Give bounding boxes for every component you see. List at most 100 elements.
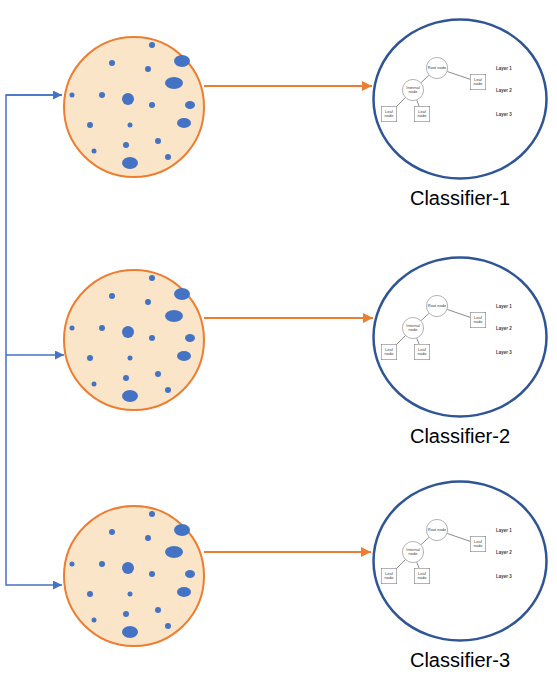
node-text-box: Leaf node (414, 568, 430, 584)
leaf-node-outline (381, 568, 396, 583)
tree-branch (397, 560, 405, 568)
leaf-node-outline (470, 74, 485, 89)
classifier-label: Classifier-2 (342, 424, 557, 448)
tree-node-label: Internal node (403, 86, 423, 95)
tree-branch (417, 338, 419, 344)
tree-node-outline (426, 295, 447, 316)
tree-node: Root node (426, 57, 448, 79)
layer-label: Layer 1 (496, 66, 512, 71)
tree-node-outline (402, 317, 423, 338)
leaf-node: Leaf node (381, 344, 397, 360)
node-text-box: Internal node (402, 79, 424, 101)
node-text-box: Leaf node (381, 344, 397, 360)
split-arrow (6, 354, 64, 356)
tree-node-label: Leaf node (382, 572, 396, 581)
split-arrow (6, 94, 62, 96)
tree-node-label: Internal node (403, 324, 423, 333)
node-text-box: Internal node (402, 541, 424, 563)
tree-node-outline (402, 79, 423, 100)
sample-dots (70, 511, 196, 638)
classifier-label: Classifier-1 (342, 186, 557, 210)
layer-label: Layer 2 (496, 88, 512, 93)
layer-label: Layer 3 (496, 574, 512, 579)
tree-node-label: Leaf node (471, 540, 485, 549)
leaf-node-outline (414, 568, 429, 583)
tree-branch (421, 537, 429, 544)
tree-node-outline (426, 519, 447, 540)
node-text-box: Internal node (402, 317, 424, 339)
tree-node-label: Leaf node (415, 348, 429, 357)
tree-branch (417, 562, 419, 568)
tree-branch (447, 534, 470, 542)
layer-label: Layer 3 (496, 112, 512, 117)
tree-node: Internal node (402, 317, 424, 339)
tree-node-label: Leaf node (382, 110, 396, 119)
tree-node-label: Leaf node (471, 78, 485, 87)
layer-label: Layer 1 (496, 304, 512, 309)
node-text-box: Root node (426, 57, 448, 79)
layer-label: Layer 2 (496, 550, 512, 555)
classifier-outline (374, 482, 547, 641)
sample-dots (70, 275, 196, 402)
node-text-box: Root node (426, 519, 448, 541)
layer-label: Layer 3 (496, 350, 512, 355)
node-text-box: Leaf node (470, 74, 486, 90)
leaf-node-outline (381, 344, 396, 359)
node-text-box: Leaf node (470, 536, 486, 552)
leaf-node-outline (381, 106, 396, 121)
sample-circle (64, 506, 204, 646)
tree-branch (397, 336, 405, 344)
tree-node-label: Root node (427, 528, 447, 532)
tree-node-outline (426, 57, 447, 78)
tree-node-label: Leaf node (382, 348, 396, 357)
classifier-circle: Classifier-1Root nodeInternal nodeLeaf n… (372, 18, 548, 180)
leaf-node: Leaf node (470, 312, 486, 328)
training-arrow (204, 85, 372, 87)
leaf-node: Leaf node (414, 568, 430, 584)
classifier-label: Classifier-3 (342, 648, 557, 672)
leaf-node: Leaf node (414, 106, 430, 122)
node-outline (372, 480, 548, 642)
tree-node: Internal node (402, 79, 424, 101)
sample-circle (64, 270, 204, 410)
node-text-box: Leaf node (414, 106, 430, 122)
split-bracket (6, 95, 62, 585)
leaf-node-outline (414, 344, 429, 359)
tree-node: Root node (426, 519, 448, 541)
tree-branch (397, 98, 405, 106)
tree-branch (447, 72, 470, 80)
leaf-node: Leaf node (381, 568, 397, 584)
tree-node-outline (402, 541, 423, 562)
tree-node-label: Leaf node (415, 110, 429, 119)
tree-node: Root node (426, 295, 448, 317)
classifier-circle: Classifier-2Root nodeInternal nodeLeaf n… (372, 256, 548, 418)
classifier-outline (374, 258, 547, 417)
tree-node-label: Root node (427, 304, 447, 308)
tree-node-label: Root node (427, 66, 447, 70)
layer-label: Layer 1 (496, 528, 512, 533)
classifier-circle: Classifier-3Root nodeInternal nodeLeaf n… (372, 480, 548, 642)
sample-dots (70, 42, 196, 169)
tree-branch (421, 75, 429, 82)
node-outline (372, 18, 548, 180)
training-arrow (204, 317, 373, 319)
tree-branch (417, 100, 419, 106)
tree-node-label: Internal node (403, 548, 423, 557)
tree-branch (421, 313, 429, 320)
tree-node: Internal node (402, 541, 424, 563)
leaf-node: Leaf node (470, 536, 486, 552)
leaf-node: Leaf node (470, 74, 486, 90)
classifier-outline (374, 20, 547, 179)
node-text-box: Leaf node (470, 312, 486, 328)
leaf-node-outline (470, 312, 485, 327)
node-text-box: Leaf node (381, 568, 397, 584)
node-text-box: Leaf node (414, 344, 430, 360)
tree-node-label: Leaf node (415, 572, 429, 581)
sample-circle (64, 37, 204, 177)
tree-branch (447, 310, 470, 318)
leaf-node-outline (470, 536, 485, 551)
